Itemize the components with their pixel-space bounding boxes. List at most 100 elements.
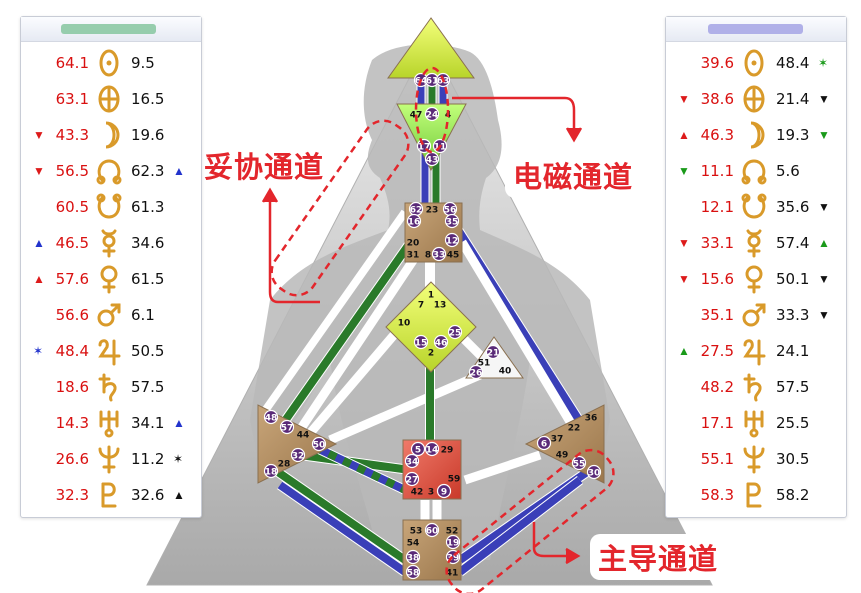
gate-line-value: 48.2 <box>700 378 734 396</box>
activation-marker: ▲ <box>678 128 690 142</box>
gate-55: 55 <box>571 455 587 471</box>
label-dominant-channel: 主导通道 <box>590 534 727 580</box>
svg-text:27: 27 <box>406 475 419 485</box>
gate-line-value: 58.2 <box>776 486 810 504</box>
activation-marker: ▲ <box>818 236 830 250</box>
gate-34: 34 <box>404 453 420 469</box>
gate-line-value: 34.6 <box>131 234 165 252</box>
gate-line-value: 50.1 <box>776 270 810 288</box>
svg-text:60: 60 <box>426 526 439 536</box>
svg-text:37: 37 <box>551 434 564 444</box>
uranus-icon <box>739 408 769 438</box>
gate-line-value: 62.3 <box>131 162 165 180</box>
activation-marker: ▲ <box>33 236 45 250</box>
gate-51: 51 <box>478 358 491 368</box>
gate-line-value: 19.3 <box>776 126 810 144</box>
svg-text:30: 30 <box>588 468 601 478</box>
gate-2: 2 <box>428 348 434 358</box>
gate-24: 24 <box>424 106 440 122</box>
saturn-icon <box>94 372 124 402</box>
gate-line-value: 56.6 <box>55 306 89 324</box>
gate-line-value: 64.1 <box>55 54 89 72</box>
gate-42: 42 <box>411 487 424 497</box>
gate-line-value: 17.1 <box>700 414 734 432</box>
activation-marker: ▼ <box>33 128 45 142</box>
channel-line <box>296 247 424 433</box>
svg-text:19: 19 <box>447 538 460 548</box>
channel-line <box>458 239 579 433</box>
gate-line-value: 57.5 <box>131 378 165 396</box>
gate-44: 44 <box>297 430 310 440</box>
gate-40: 40 <box>499 366 512 376</box>
svg-text:21: 21 <box>487 348 500 358</box>
activation-marker: ▼ <box>818 92 830 106</box>
svg-text:26: 26 <box>470 368 483 378</box>
activation-marker: ▼ <box>678 236 690 250</box>
arrow-head <box>565 547 581 565</box>
gate-16: 16 <box>406 213 422 229</box>
arrow-compromise <box>268 196 320 304</box>
gate-10: 10 <box>398 318 411 328</box>
activation-marker: ✶ <box>33 344 44 358</box>
activation-marker: ▼ <box>678 164 690 178</box>
channel-line <box>457 476 583 576</box>
gate-22: 22 <box>568 423 581 433</box>
gate-line-value: 56.5 <box>55 162 89 180</box>
channel-line <box>296 319 409 448</box>
gate-line-value: 32.3 <box>55 486 89 504</box>
gate-line-value: 24.1 <box>776 342 810 360</box>
gate-52: 52 <box>446 526 459 536</box>
mercury-icon <box>94 228 124 258</box>
svg-text:28: 28 <box>278 459 291 469</box>
activation-marker: ▲ <box>33 272 45 286</box>
gate-line-value: 15.6 <box>700 270 734 288</box>
svg-text:12: 12 <box>446 236 459 246</box>
sun-icon <box>739 48 769 78</box>
gate-line-value: 57.4 <box>776 234 810 252</box>
svg-text:2: 2 <box>428 348 434 358</box>
svg-text:22: 22 <box>568 423 581 433</box>
svg-text:46: 46 <box>435 338 448 348</box>
svg-text:13: 13 <box>434 300 447 310</box>
gate-20: 20 <box>407 238 420 248</box>
gate-45: 45 <box>447 250 460 260</box>
gate-57: 57 <box>279 419 295 435</box>
gate-41: 41 <box>446 568 459 578</box>
svg-text:31: 31 <box>407 250 420 260</box>
north-node-icon <box>94 156 124 186</box>
svg-text:34: 34 <box>406 457 419 467</box>
svg-text:20: 20 <box>407 238 420 248</box>
earth-icon <box>739 84 769 114</box>
svg-text:32: 32 <box>292 451 305 461</box>
gate-6: 6 <box>536 435 552 451</box>
gate-48: 48 <box>263 409 279 425</box>
gate-60: 60 <box>424 522 440 538</box>
mars-icon <box>94 300 124 330</box>
svg-text:14: 14 <box>426 445 439 455</box>
moon-icon <box>739 120 769 150</box>
gate-25: 25 <box>447 324 463 340</box>
activation-marker: ▼ <box>818 272 830 286</box>
gate-line-value: 11.1 <box>700 162 734 180</box>
channel-line <box>272 466 408 564</box>
svg-text:45: 45 <box>447 250 460 260</box>
gate-line-value: 61.5 <box>131 270 165 288</box>
svg-text:3: 3 <box>428 487 434 497</box>
activation-marker: ▼ <box>818 200 830 214</box>
arrow-electromagnetic <box>452 96 576 135</box>
gate-46: 46 <box>433 334 449 350</box>
gate-58: 58 <box>405 564 421 580</box>
south-node-icon <box>739 192 769 222</box>
gate-line-value: 60.5 <box>55 198 89 216</box>
gate-19: 19 <box>445 534 461 550</box>
svg-text:57: 57 <box>281 423 294 433</box>
activation-marker: ▼ <box>33 164 45 178</box>
